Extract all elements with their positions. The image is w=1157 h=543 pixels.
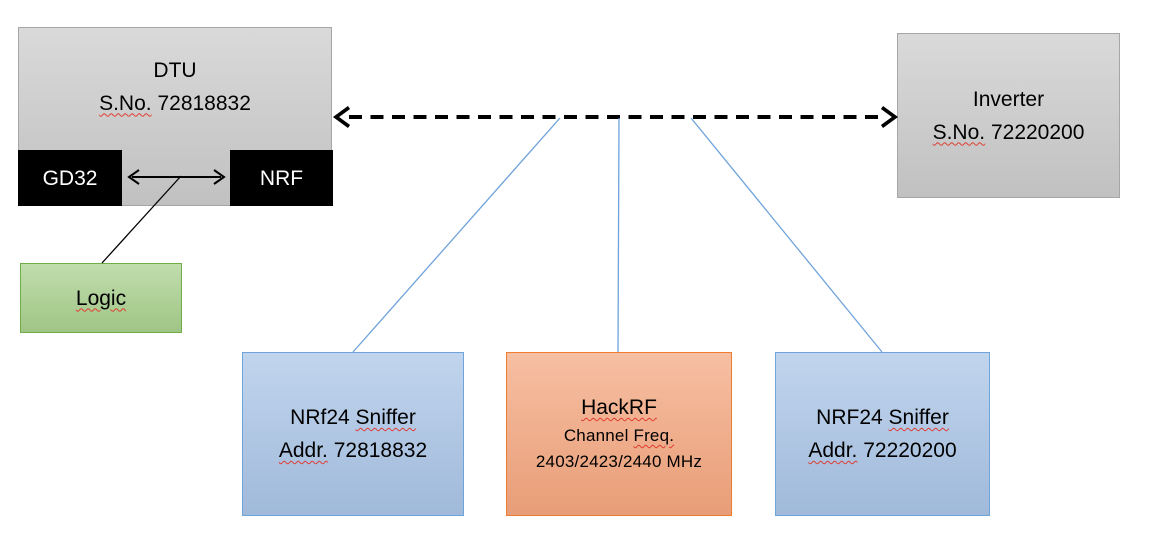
sniffer-left-title: NRf24 Sniffer <box>290 406 416 429</box>
gd32-chip-box: GD32 <box>18 150 122 206</box>
hackrf-box: HackRF Channel Freq. 2403/2423/2440 MHz <box>506 352 732 516</box>
arrowhead-right-icon <box>880 106 899 128</box>
nrf-label: NRF <box>259 166 304 190</box>
inverter-title: Inverter <box>972 87 1045 111</box>
tap-line-sniffer-right <box>690 117 883 353</box>
dtu-serial: S.No. 72818832 <box>99 91 251 115</box>
sniffer-right-box: NRF24 Sniffer Addr. 72220200 <box>775 352 990 516</box>
dtu-title: DTU <box>153 58 197 82</box>
rf-link-dashed-arrow <box>332 106 899 128</box>
nrf-chip-box: NRF <box>230 150 333 206</box>
gd32-label: GD32 <box>42 166 98 190</box>
hackrf-channel-freq-label: Channel Freq. <box>563 426 675 445</box>
sniffer-left-box: NRf24 Sniffer Addr. 72818832 <box>242 352 464 516</box>
tap-line-sniffer-left <box>352 117 561 353</box>
dtu-box: DTU S.No. 72818832 <box>18 27 332 206</box>
tap-line-hackrf <box>617 117 620 353</box>
sniffer-right-title: NRF24 Sniffer <box>816 406 949 429</box>
inverter-serial: S.No. 72220200 <box>932 120 1085 144</box>
hackrf-frequencies: 2403/2423/2440 MHz <box>535 452 703 471</box>
arrowhead-left-icon <box>332 106 351 128</box>
hackrf-title: HackRF <box>581 396 657 419</box>
logic-label: Logic <box>75 286 127 310</box>
sniffer-right-address: Addr. 72220200 <box>808 439 957 462</box>
inverter-box: Inverter S.No. 72220200 <box>897 33 1120 198</box>
logic-box: Logic <box>20 263 182 333</box>
sniffer-left-address: Addr. 72818832 <box>278 439 428 462</box>
